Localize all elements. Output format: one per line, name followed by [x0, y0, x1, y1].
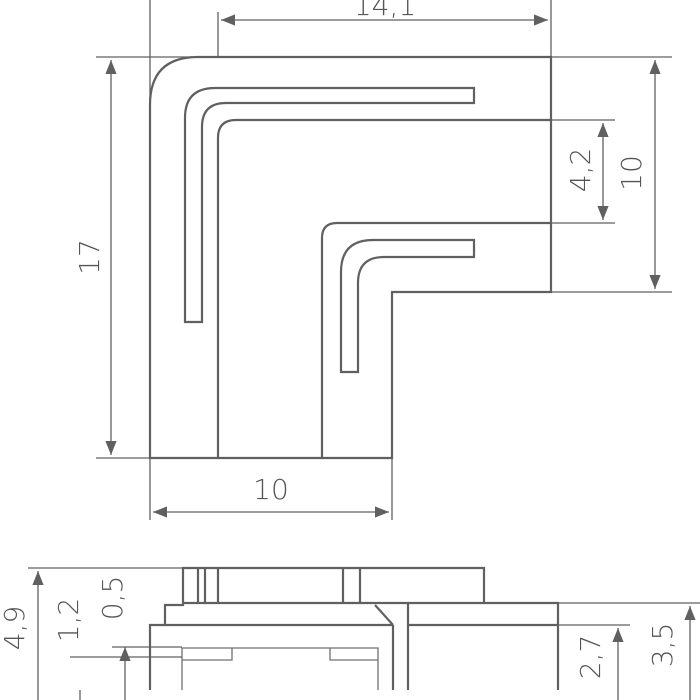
side-view: 4,9 1,2 0,5 2,7 3,5 — [0, 566, 700, 700]
dim-arm-inner-right: 4,2 — [564, 148, 597, 193]
dim-arm-width-right: 10 — [615, 155, 648, 191]
clip-slot — [181, 647, 379, 690]
dim-top-width: 14,1 — [354, 0, 416, 22]
dim-side-step-2: 0,5 — [96, 576, 129, 621]
dim-side-right-inner: 2,7 — [574, 635, 607, 680]
dim-side-step-1: 1,2 — [52, 598, 85, 643]
inner-track — [320, 221, 551, 458]
upper-slot — [183, 86, 476, 324]
side-profile — [148, 566, 560, 690]
dim-side-right-total: 3,5 — [646, 623, 679, 668]
dim-base-width: 10 — [253, 473, 289, 506]
l-connector-outline — [148, 55, 553, 460]
dim-side-total-height: 4,9 — [0, 606, 31, 651]
outer-track — [216, 118, 551, 458]
dim-overall-height: 17 — [73, 239, 106, 275]
lower-slot — [339, 238, 476, 374]
top-view: 14,1 17 10 4,2 10 — [73, 0, 672, 520]
